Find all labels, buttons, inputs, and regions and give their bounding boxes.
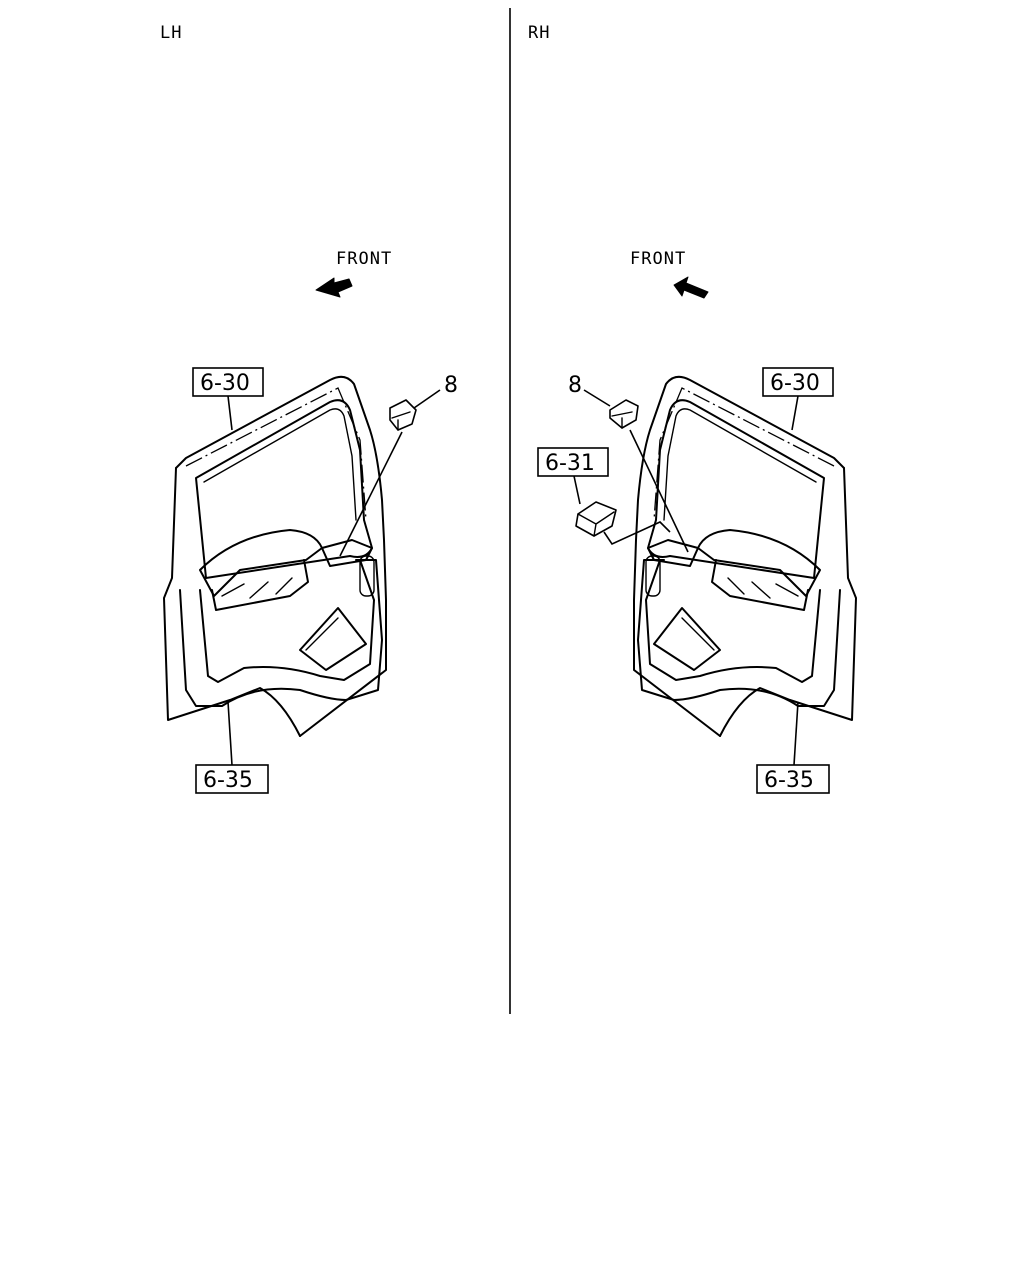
lh-part-8-drawing xyxy=(389,399,417,431)
left-panel: LH FRONT 6-30 xyxy=(160,23,458,794)
lh-door-drawing xyxy=(163,375,387,737)
lh-leader-6-30 xyxy=(227,395,233,431)
rh-callout-6-31-box xyxy=(537,447,609,477)
rh-leader-6-30 xyxy=(791,395,799,431)
rh-callout-6-30: 6-30 xyxy=(770,371,820,396)
rh-door-drawing xyxy=(633,375,857,737)
lh-front-arrow-icon xyxy=(315,277,353,298)
lh-side-label: LH xyxy=(160,23,182,43)
lh-leader-6-35 xyxy=(227,701,233,766)
rh-front-arrow-icon xyxy=(673,276,709,299)
rh-switch-drawing xyxy=(575,501,617,537)
rh-leader-6-31 xyxy=(573,475,581,505)
lh-callout-6-35: 6-35 xyxy=(203,768,253,793)
rh-leader-8 xyxy=(583,389,611,407)
lh-leader-8 xyxy=(413,389,441,409)
lh-callout-6-35-box xyxy=(195,764,269,794)
lh-front-label: FRONT xyxy=(336,249,392,269)
right-panel: RH FRONT 6-30 6-35 xyxy=(528,23,857,794)
rh-leader-6-31-install xyxy=(603,521,671,546)
lh-leader-8-install xyxy=(339,431,403,557)
rh-side-label: RH xyxy=(528,23,550,43)
rh-callout-6-31: 6-31 xyxy=(545,451,595,476)
rh-front-label: FRONT xyxy=(630,249,686,269)
lh-callout-8: 8 xyxy=(444,373,458,398)
rh-part-8-drawing xyxy=(609,399,639,429)
rh-leader-8-install xyxy=(629,429,689,553)
lh-callout-6-30: 6-30 xyxy=(200,371,250,396)
rh-callout-6-35-box xyxy=(756,764,830,794)
rh-callout-6-35: 6-35 xyxy=(764,768,814,793)
rh-callout-8: 8 xyxy=(568,373,582,398)
rh-leader-6-35 xyxy=(793,701,799,766)
